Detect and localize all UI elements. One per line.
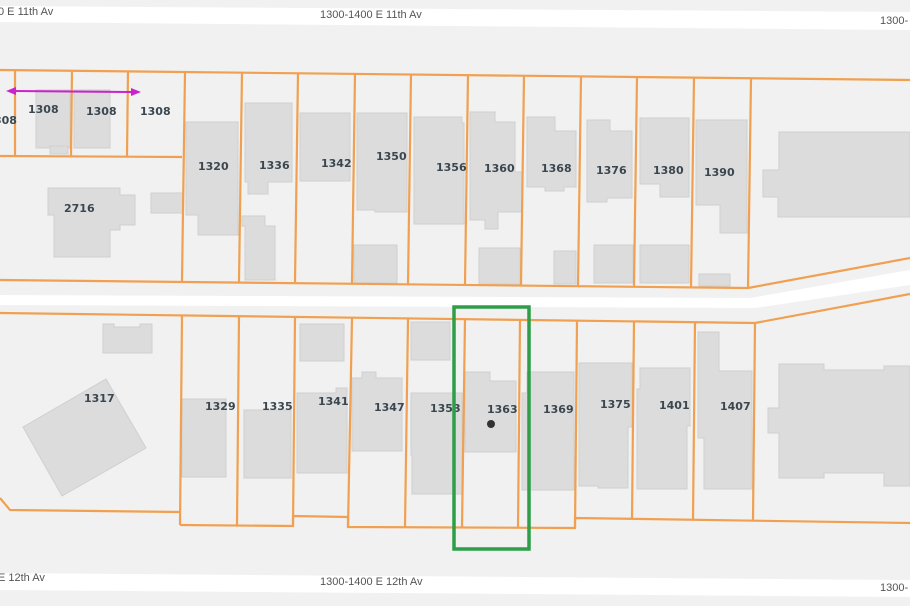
building-1329[interactable]: [181, 398, 227, 478]
road-e-12th-av: [0, 573, 910, 597]
address-label: 1369: [543, 403, 574, 416]
north-block-lot-lines: [0, 68, 910, 290]
selected-parcel-outline[interactable]: [452, 305, 531, 551]
building[interactable]: [299, 323, 345, 362]
building[interactable]: [73, 89, 111, 149]
street-label-12th-left: E 12th Av: [0, 572, 45, 584]
address-label: 1329: [205, 400, 236, 413]
building-1376[interactable]: [586, 119, 633, 203]
building-1368[interactable]: [526, 116, 577, 192]
address-label: 1308: [28, 103, 59, 116]
building[interactable]: [241, 215, 276, 281]
building[interactable]: [698, 273, 731, 287]
building[interactable]: [767, 363, 910, 487]
location-marker-icon[interactable]: [487, 420, 495, 428]
street-label-11th-left: 0 E 11th Av: [0, 6, 54, 18]
building[interactable]: [639, 244, 690, 284]
address-label: 1356: [436, 161, 467, 174]
address-label: 1341: [318, 395, 349, 408]
building-1341[interactable]: [296, 387, 348, 474]
address-label: 1360: [484, 162, 515, 175]
building-1342[interactable]: [299, 112, 351, 182]
lane: [0, 270, 910, 308]
address-label: 1376: [596, 164, 627, 177]
building-1320[interactable]: [185, 121, 239, 236]
building[interactable]: [762, 131, 910, 218]
building[interactable]: [353, 244, 398, 284]
building-1317[interactable]: [22, 378, 147, 497]
address-label: 1317: [84, 392, 115, 405]
building-1347[interactable]: [351, 371, 403, 452]
building-1335[interactable]: [243, 409, 292, 479]
north-address-labels: 308 1308 1308 1308 2716 1320 1336 1342 1…: [0, 103, 735, 215]
address-label: 1336: [259, 159, 290, 172]
street-label-12th-right: 1300-: [880, 582, 908, 594]
building[interactable]: [478, 247, 521, 285]
address-label: 1380: [653, 164, 684, 177]
address-label: 1320: [198, 160, 229, 173]
building[interactable]: [102, 323, 153, 354]
building[interactable]: [593, 244, 634, 284]
south-block-lot-lines: [0, 292, 910, 530]
south-block-buildings: [22, 321, 910, 497]
address-label: 1407: [720, 400, 751, 413]
address-label: 1308: [140, 105, 171, 118]
building-1356[interactable]: [413, 116, 465, 225]
building[interactable]: [150, 192, 184, 214]
address-label: 1363: [487, 403, 518, 416]
street-label-11th-center: 1300-1400 E 11th Av: [320, 9, 422, 21]
roads: [0, 6, 910, 597]
building-1369[interactable]: [521, 371, 575, 491]
address-label: 1401: [659, 399, 690, 412]
building-1407[interactable]: [697, 331, 753, 490]
measure-arrow-icon[interactable]: [6, 87, 141, 96]
address-label: 1368: [541, 162, 572, 175]
building-1380[interactable]: [639, 117, 690, 198]
address-label: 1342: [321, 157, 352, 170]
building-1353[interactable]: [410, 392, 463, 495]
building-1375[interactable]: [578, 362, 633, 489]
street-label-12th-center: 1300-1400 E 12th Av: [320, 576, 423, 588]
address-label: 1390: [704, 166, 735, 179]
building[interactable]: [553, 250, 577, 285]
building-1336[interactable]: [244, 102, 293, 195]
road-e-11th-av: [0, 6, 910, 30]
building[interactable]: [35, 89, 71, 149]
building-1350[interactable]: [356, 112, 408, 213]
address-label: 1353: [430, 402, 461, 415]
building-2716[interactable]: [47, 187, 136, 258]
building-1401[interactable]: [636, 367, 691, 490]
building-1390[interactable]: [695, 119, 748, 234]
address-label: 1350: [376, 150, 407, 163]
address-label: 1375: [600, 398, 631, 411]
building-1363[interactable]: [464, 371, 517, 453]
address-label: 2716: [64, 202, 95, 215]
address-label: 1308: [86, 105, 117, 118]
north-block-buildings: [35, 89, 910, 287]
street-label-11th-right: 1300-: [880, 15, 908, 27]
building[interactable]: [410, 321, 451, 361]
address-label: 308: [0, 114, 17, 127]
address-label: 1347: [374, 401, 405, 414]
address-label: 1335: [262, 400, 293, 413]
